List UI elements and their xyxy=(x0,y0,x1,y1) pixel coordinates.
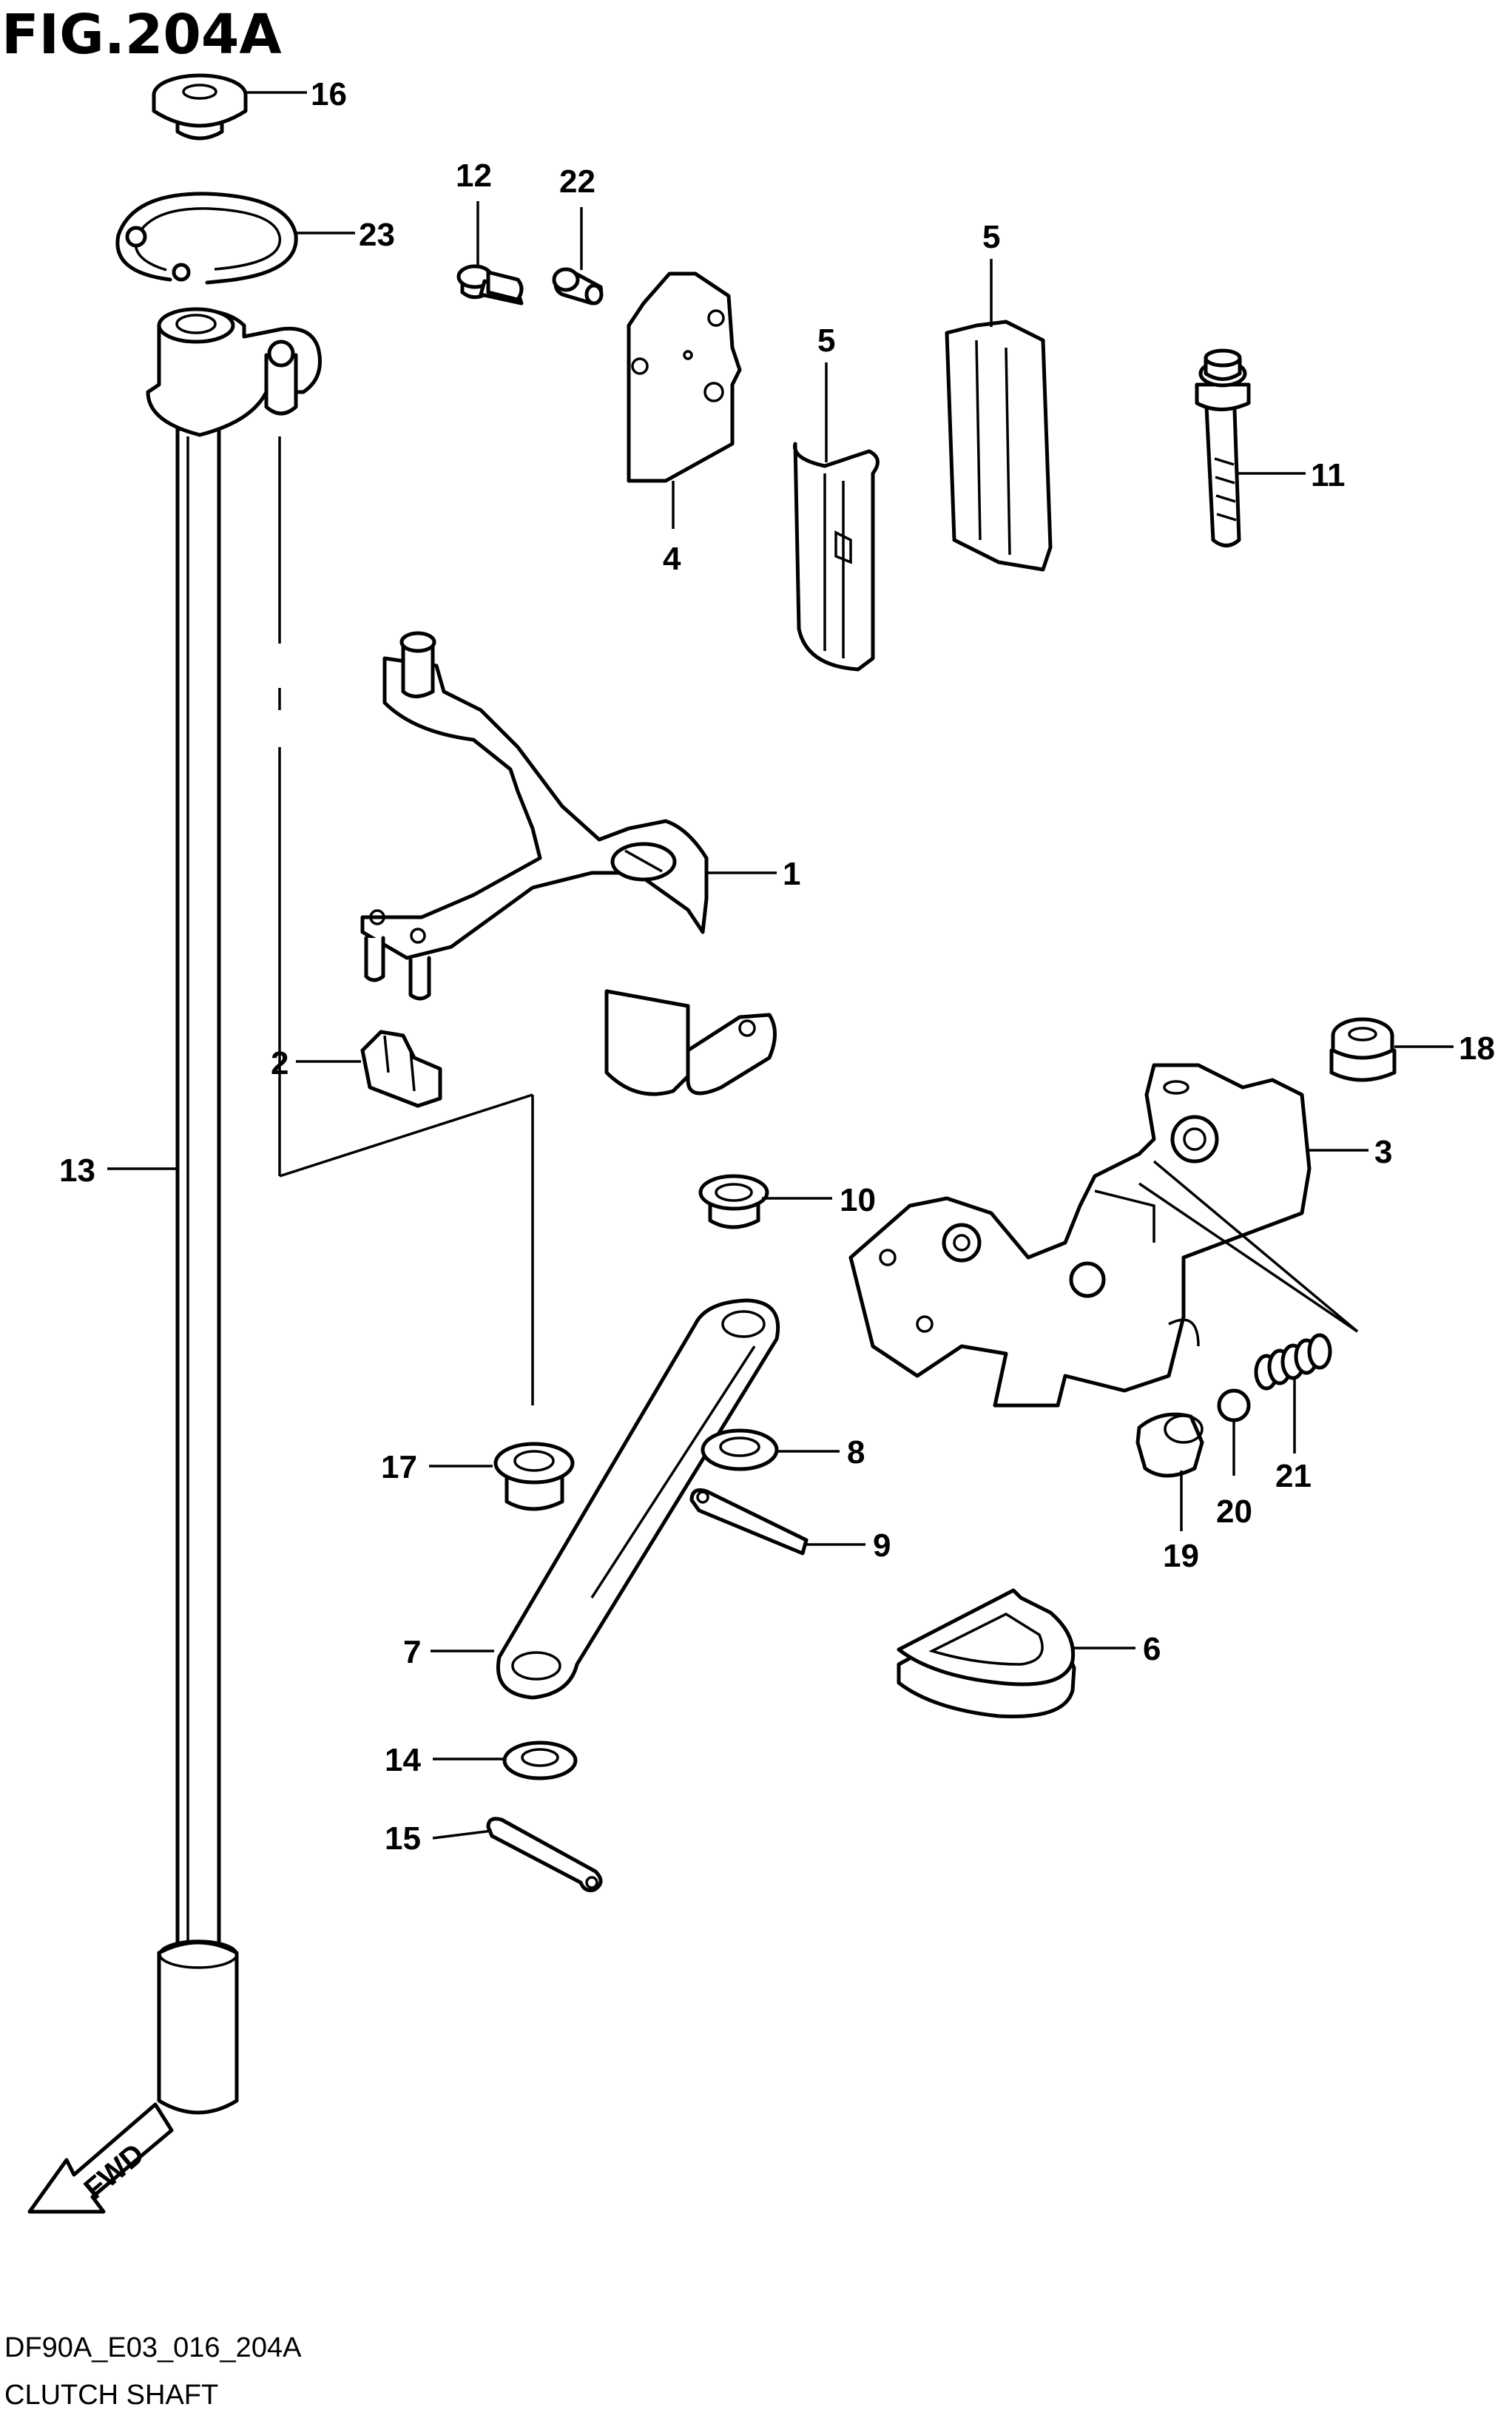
callout-18: 18 xyxy=(1459,1030,1495,1067)
part-13-clutch-rod xyxy=(146,307,322,2115)
callout-17: 17 xyxy=(381,1449,417,1485)
callout-14: 14 xyxy=(385,1742,421,1778)
callout-3: 3 xyxy=(1374,1134,1392,1170)
callout-2: 2 xyxy=(271,1045,288,1081)
callout-4: 4 xyxy=(663,541,681,577)
figure-code: DF90A_E03_016_204A xyxy=(4,2332,302,2363)
part-9-cotter-pin xyxy=(689,1488,809,1556)
part-14-washer xyxy=(502,1741,578,1780)
part-7-link xyxy=(496,1298,780,1700)
part-19-sleeve xyxy=(1135,1412,1204,1478)
callout-7-label: 7 xyxy=(403,1634,421,1670)
figure-caption: CLUTCH SHAFT xyxy=(4,2380,218,2411)
callout-8: 8 xyxy=(847,1434,865,1471)
part-16-plug xyxy=(152,73,248,141)
callout-labels: 16 23 12 22 4 5 5 11 1 2 18 3 10 13 17 8… xyxy=(59,76,1495,1857)
part-10-bushing xyxy=(698,1174,769,1229)
callout-22: 22 xyxy=(559,163,595,200)
callout-16: 16 xyxy=(311,76,347,112)
part-4-plate xyxy=(627,271,742,483)
callout-1: 1 xyxy=(783,856,800,892)
part-11-bolt xyxy=(1195,348,1251,547)
forward-arrow-icon: FWD xyxy=(27,2102,174,2214)
callout-leaders xyxy=(107,91,1454,1840)
part-15-cotter-pin xyxy=(486,1817,603,1892)
part-5-guide-right xyxy=(945,320,1053,572)
part-3-shift-housing xyxy=(848,1063,1312,1408)
callout-19: 19 xyxy=(1163,1538,1199,1574)
part-6-seal xyxy=(897,1588,1076,1719)
callout-12: 12 xyxy=(456,158,492,194)
callout-5-left: 5 xyxy=(817,323,835,359)
part-22-nipple xyxy=(552,267,604,305)
part-18-plug xyxy=(1329,1017,1397,1082)
callout-21: 21 xyxy=(1275,1458,1312,1494)
part-17-bushing xyxy=(493,1442,575,1511)
part-12-bolt xyxy=(456,264,524,305)
callout-6: 6 xyxy=(1143,1631,1161,1667)
callout-20: 20 xyxy=(1216,1493,1252,1530)
part-23-circlip xyxy=(115,192,298,285)
part-2-clip xyxy=(360,1030,442,1108)
callout-23: 23 xyxy=(359,217,395,253)
part-20-ball xyxy=(1217,1388,1251,1422)
callout-13: 13 xyxy=(59,1152,95,1189)
part-5-guide-left xyxy=(793,442,880,672)
assembly-guide-lines xyxy=(278,436,1359,1405)
callout-10: 10 xyxy=(840,1182,876,1218)
part-8-washer xyxy=(701,1428,779,1471)
callout-11: 11 xyxy=(1311,457,1346,493)
part-1-clutch-arm xyxy=(360,631,777,1096)
callout-5-right: 5 xyxy=(982,219,1000,255)
figure-title: FIG.204A xyxy=(1,3,282,67)
callout-15: 15 xyxy=(385,1820,421,1857)
callout-9: 9 xyxy=(873,1527,891,1564)
part-21-spring xyxy=(1254,1333,1332,1391)
